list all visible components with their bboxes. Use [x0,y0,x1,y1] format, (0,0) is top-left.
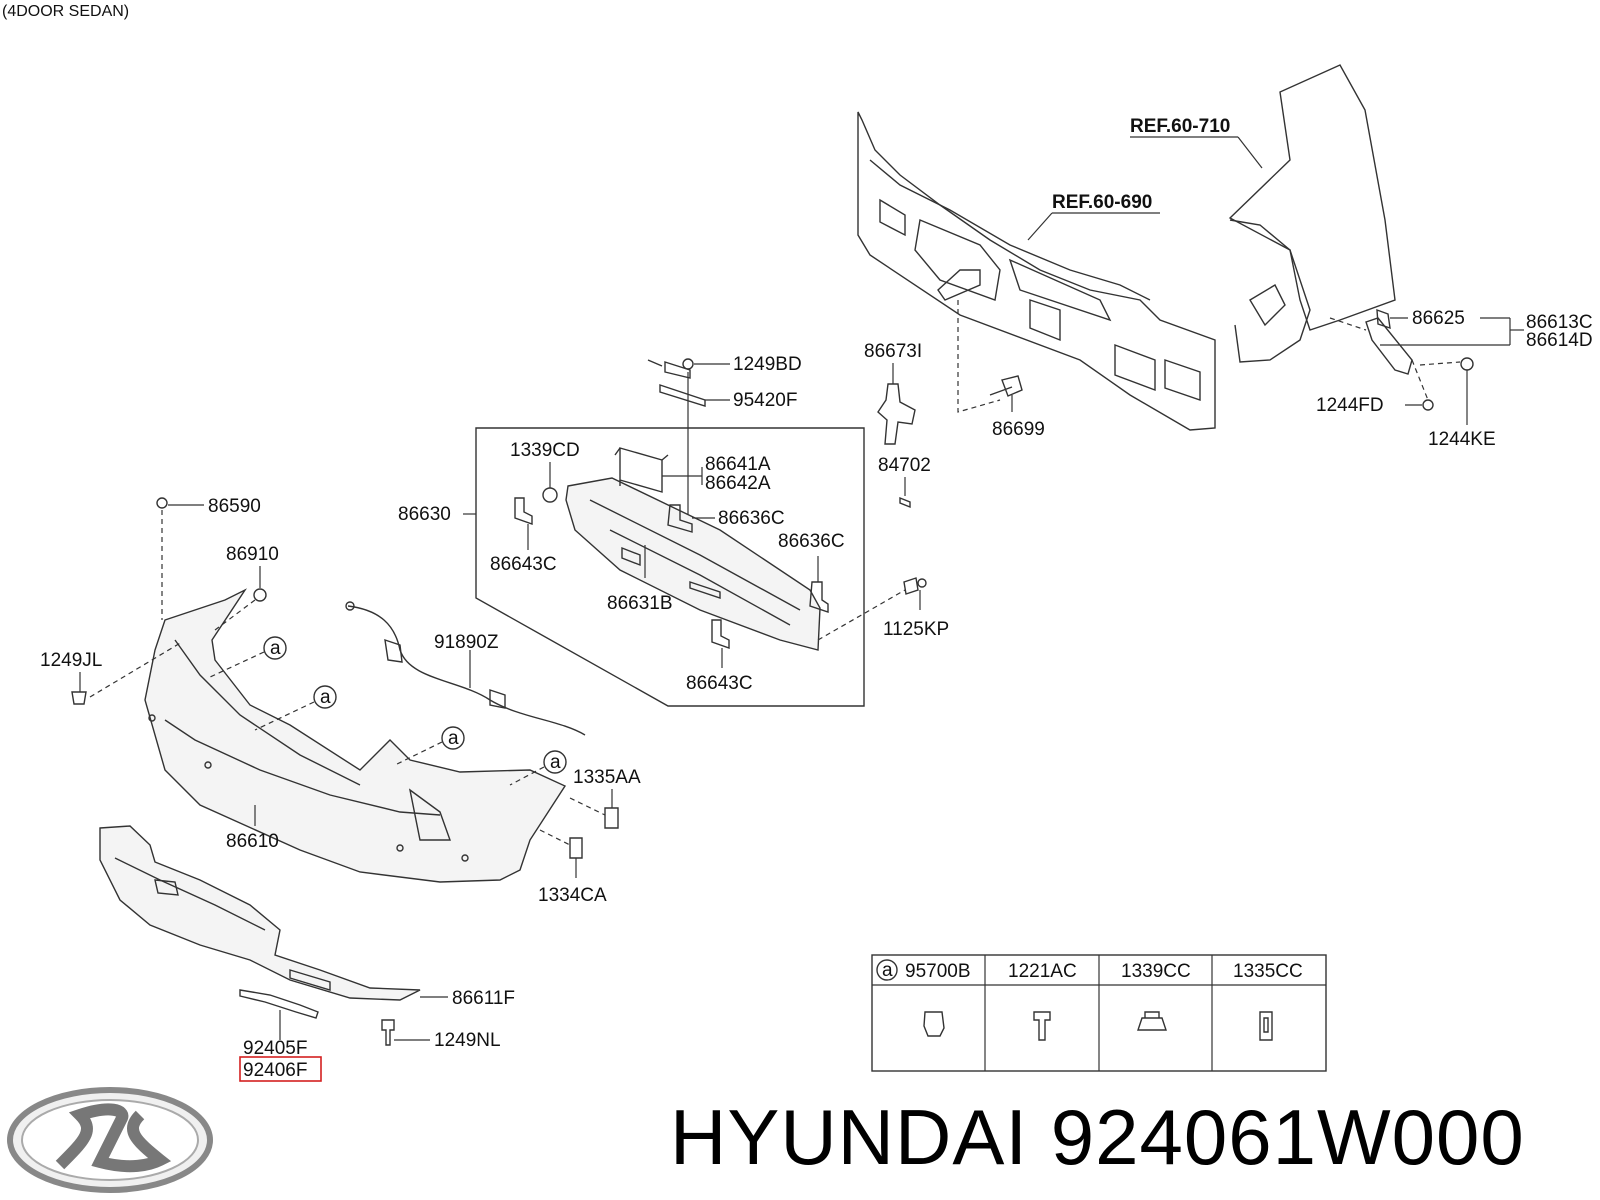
part-86643C-left: 86643C [490,554,557,575]
part-86699: 86699 [992,419,1045,440]
part-86611F: 86611F [452,988,515,1009]
part-92406F: 92406F [243,1060,307,1081]
callout-a-2: a [320,687,331,708]
fastener-legend-table: a 95700B 1221AC 1339CC 1335CC [871,954,1327,1072]
part-number: 924061W000 [1050,1093,1525,1181]
lower-cover: 86611F 92405F 92406F 1249NL [99,825,515,1082]
part-86642A: 86642A [705,473,771,494]
legend-col-1335CC: 1335CC [1233,961,1303,982]
ref-60-690-label: REF.60-690 [1052,192,1152,213]
hyundai-logo-icon [7,1087,213,1193]
variant-label: (4DOOR SEDAN) [2,3,129,20]
part-86625: 86625 [1412,308,1465,329]
clip-1335CC-icon [1259,1011,1273,1041]
brand-name: HYUNDAI [670,1093,1029,1181]
legend-col-95700B: 95700B [905,961,971,982]
part-86641A: 86641A [705,454,771,475]
part-1334CA: 1334CA [538,885,607,906]
part-86631B: 86631B [607,593,673,614]
body-panel-fasteners: 86699 86625 86613C 86614D 1244FD 1244KE [957,300,1593,450]
clip-95700B-icon [923,1011,945,1037]
legend-col-1221AC: 1221AC [1008,961,1077,982]
part-86610: 86610 [226,831,279,852]
part-84702: 84702 [878,455,931,476]
part-86910: 86910 [226,544,279,565]
part-1335AA: 1335AA [573,767,641,788]
brand-part-number-caption: HYUNDAI 924061W000 [670,1092,1525,1183]
part-1339CD: 1339CD [510,440,580,461]
part-1244KE: 1244KE [1428,429,1496,450]
ref-60-710-label: REF.60-710 [1130,116,1230,137]
legend-marker: a [882,960,893,981]
part-86636C-upper: 86636C [718,508,785,529]
part-91890Z: 91890Z [434,632,499,653]
part-92405F: 92405F [243,1038,307,1059]
part-86636C-lower: 86636C [778,531,845,552]
part-1249BD: 1249BD [733,354,802,375]
bumper-beam-box: 86630 1339CD 86641A 86642A 86636C 86636C… [398,427,949,707]
part-86613C: 86613C [1526,312,1593,333]
nut-1339CC-icon [1137,1011,1167,1031]
highlight-box [239,1056,322,1082]
sensor-bracket-group: 1249BD 95420F 86673I 84702 [647,341,931,540]
part-1125KP: 1125KP [883,619,949,640]
callout-a-4: a [550,752,561,773]
part-1249JL: 1249JL [40,650,102,671]
part-86673I: 86673I [864,341,922,362]
part-86590: 86590 [208,496,261,517]
part-86614D: 86614D [1526,330,1593,351]
bumper-cover: 86610 86590 86910 1249JL a a a a 91890Z [40,496,641,906]
screw-1221AC-icon [1033,1011,1051,1041]
part-1244FD: 1244FD [1316,395,1384,416]
part-95420F: 95420F [733,390,797,411]
legend-col-1339CC: 1339CC [1121,961,1191,982]
part-1249NL: 1249NL [434,1030,501,1051]
part-86643C-right: 86643C [686,673,753,694]
callout-a-3: a [448,728,459,749]
part-86630: 86630 [398,504,451,525]
ref-labels: REF.60-710 REF.60-690 [1027,116,1263,241]
callout-a-1: a [270,638,281,659]
rear-body-panel [857,64,1396,431]
